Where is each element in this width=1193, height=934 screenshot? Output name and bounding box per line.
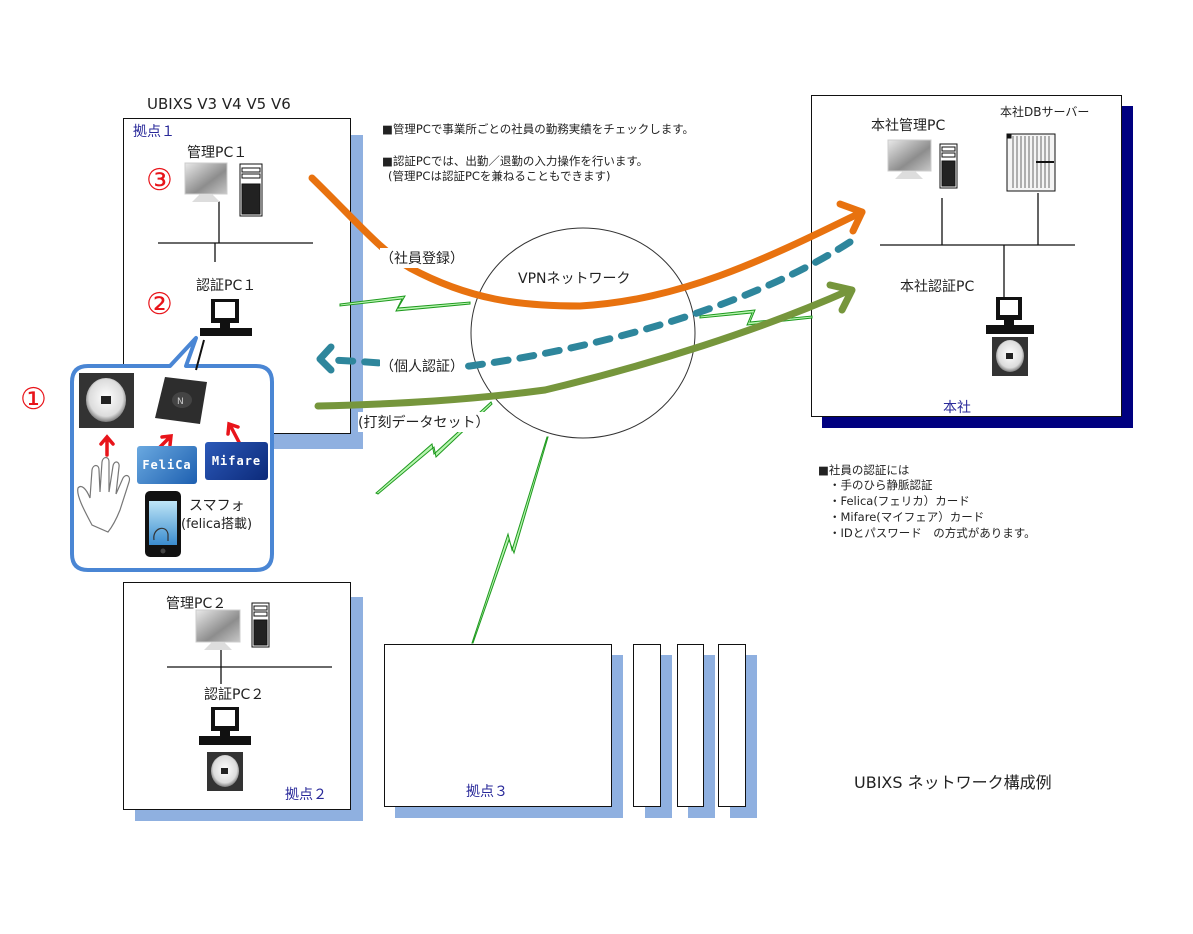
hq-auth-pc-label: 本社認証PC — [900, 279, 975, 295]
note-admin-pc: ■管理PCで事業所ごとの社員の勤務実績をチェックします。 — [382, 122, 695, 136]
wireless-link-site3 — [471, 436, 549, 644]
stamp-data-flow-label: (打刻データセット） — [358, 412, 490, 432]
site3-extra-box-1 — [633, 644, 661, 807]
personal-auth-flow-label: （個人認証） — [380, 356, 464, 376]
auth-method-item: ・手のひら静脈認証 — [829, 478, 933, 492]
site3-extra-box-2 — [677, 644, 704, 807]
mifare-card: Mifare — [205, 442, 268, 480]
site1-label: 拠点１ — [133, 124, 175, 140]
vpn-network-circle — [470, 227, 696, 439]
site2-network-lines — [167, 650, 332, 684]
site3-extra-box-3 — [718, 644, 746, 807]
marker-2: ② — [146, 287, 173, 322]
stamp-data-flow-line — [314, 286, 854, 410]
wireless-link-hq — [699, 309, 813, 326]
note-auth-pc: ■認証PCでは、出勤／退勤の入力操作を行います。 — [382, 154, 649, 168]
hq-network-lines — [880, 193, 1075, 297]
auth-method-item: ・Felica(フェリカ）カード — [829, 494, 970, 508]
hq-box — [811, 95, 1122, 417]
site3-label: 拠点３ — [466, 784, 508, 800]
site1-admin-pc-label: 管理PC１ — [187, 145, 248, 161]
wireless-link-site1-lower — [375, 401, 493, 495]
registration-flow-label: （社員登録） — [380, 248, 464, 268]
marker-1: ① — [20, 382, 47, 417]
diagram-caption: UBIXS ネットワーク構成例 — [854, 773, 1052, 792]
smartphone-label-line1: スマフォ — [189, 498, 245, 514]
site3-box — [384, 644, 612, 807]
tower-pc-icon-site1 — [239, 163, 263, 217]
site2-auth-pc-label: 認証PC２ — [204, 687, 265, 703]
wireless-links — [339, 295, 813, 644]
mifare-card-label: Mifare — [211, 454, 262, 468]
personal-auth-flow-arrowhead — [316, 343, 335, 374]
card-reader-icon: N — [155, 377, 207, 424]
auth-method-item: ・IDとパスワード の方式があります。 — [829, 526, 1036, 540]
site1-auth-pc-label: 認証PC１ — [196, 278, 257, 294]
stamp-data-flow-arrowhead — [826, 281, 856, 314]
registration-flow-line — [308, 174, 866, 310]
hq-db-server-label: 本社DBサーバー — [1000, 105, 1090, 119]
reader-cable — [195, 339, 205, 371]
palm-vein-scanner-icon-site1 — [79, 373, 134, 428]
site2-admin-pc-label: 管理PC２ — [166, 596, 227, 612]
crt-pc-icon-site2 — [199, 707, 251, 745]
smartphone-label-line2: (felica搭載) — [181, 517, 253, 532]
monitor-icon-site2-admin — [195, 609, 241, 650]
tower-pc-icon-hq — [939, 143, 958, 189]
felica-card-label: FeliCa — [142, 458, 192, 472]
note-auth-pc-sub: (管理PCは認証PCを兼ねることもできます) — [388, 169, 611, 183]
palm-vein-scanner-icon-site2 — [207, 752, 243, 791]
crt-pc-icon-hq — [986, 297, 1034, 334]
monitor-icon-site1-admin — [184, 162, 228, 202]
hq-label: 本社 — [943, 400, 971, 416]
hq-admin-pc-label: 本社管理PC — [871, 118, 946, 134]
db-server-icon — [1006, 133, 1056, 192]
auth-methods-heading: ■社員の認証には — [818, 463, 910, 477]
diagram-title: UBIXS V3 V4 V5 V6 — [147, 95, 291, 113]
crt-pc-icon-site1 — [200, 299, 252, 336]
svg-text:N: N — [177, 397, 184, 407]
marker-3: ③ — [146, 163, 173, 198]
palm-vein-scanner-icon-hq — [992, 337, 1028, 376]
vpn-network-label: VPNネットワーク — [518, 271, 631, 287]
auth-method-item: ・Mifare(マイフェア）カード — [829, 510, 985, 524]
monitor-icon-hq-admin — [887, 139, 932, 179]
site1-network-lines — [158, 201, 313, 262]
registration-flow-arrowhead — [836, 200, 866, 235]
hand-icon — [77, 456, 131, 533]
felica-card: FeliCa — [137, 446, 197, 484]
smartphone-icon — [145, 491, 181, 557]
site2-label: 拠点２ — [285, 787, 327, 803]
wireless-link-site1-upper — [339, 295, 471, 312]
tower-pc-icon-site2 — [251, 602, 270, 648]
